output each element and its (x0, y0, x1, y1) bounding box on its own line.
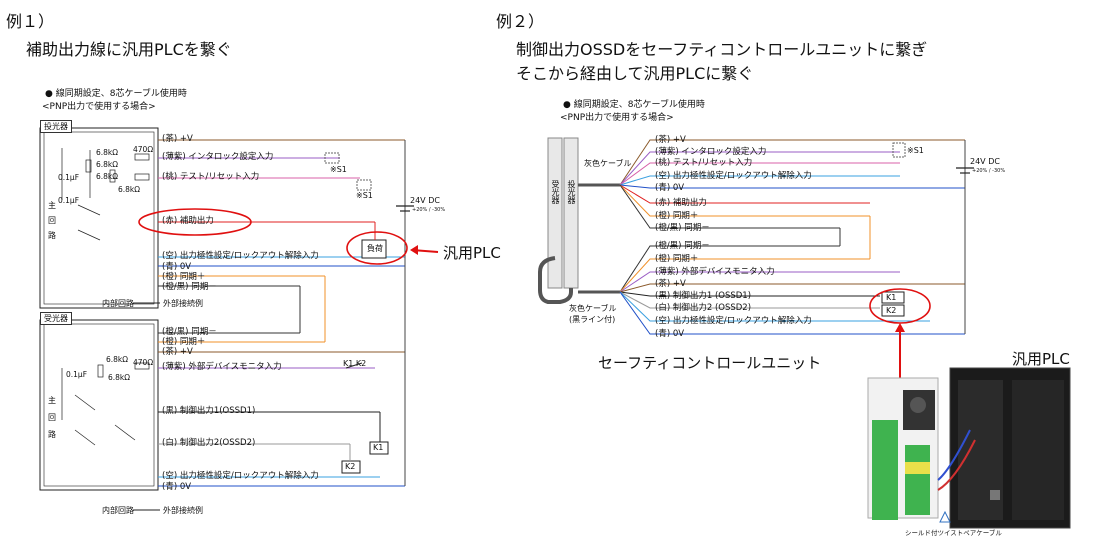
ex1-rx-cap: 0.1μF (66, 370, 88, 379)
ex2-s1: ※S1 (907, 146, 924, 155)
ex1-rx-main-circuit-1: 主 (48, 396, 56, 405)
ex1-note2: <PNP出力で使用する場合> (42, 102, 156, 112)
ex1-load-highlight (346, 231, 408, 265)
ex1-load: 負荷 (367, 244, 383, 253)
ex2-wire-red: (赤) 補助出力 (655, 198, 707, 208)
ex1-rx-wire-skyblue: (空) 出力極性設定/ロックアウト解除入力 (162, 471, 319, 481)
ex2-cable-caption: シールド付ツイストペアケーブル (905, 529, 1002, 537)
ex2-power: 24V DC (970, 157, 1000, 166)
ex1-k1k2: K1 K2 (343, 359, 367, 368)
ex1-internal-b: 内部回路 (102, 506, 134, 515)
ex1-wire-red: (赤) 補助出力 (162, 216, 214, 226)
ex2-wire-skyblue: (空) 出力極性設定/ロックアウト解除入力 (655, 171, 812, 181)
ex1-external-b: 外部接続例 (163, 506, 203, 515)
ex1-wire-blue: (青) 0V (162, 262, 192, 272)
ex2-wire-brown: (茶) +V (655, 135, 686, 145)
ex1-emitter-box (39, 127, 159, 309)
ex2-wire-orange: (橙) 同期＋ (655, 211, 699, 221)
ex1-s1-b: ※S1 (356, 191, 373, 200)
ex1-rx-res-68k-a: 6.8kΩ (106, 355, 129, 364)
ex2-note2: <PNP出力で使用する場合> (560, 113, 674, 123)
ex1-rx-wire-white: (白) 制御出力2(OSSD2) (162, 438, 256, 448)
ex1-wire-brown: (茶) +V (162, 134, 193, 144)
ex1-aux-output-highlight (138, 208, 252, 236)
ex1-emitter-wires (158, 139, 405, 287)
ex2-line1: 制御出力OSSDをセーフティコントロールユニットに繋ぎ (516, 40, 928, 59)
ex1-rx-wire-violet: (薄紫) 外部デバイスモニタ入力 (162, 362, 282, 372)
ex1-wire-skyblue: (空) 出力極性設定/ロックアウト解除入力 (162, 251, 319, 261)
ex1-main-circuit-1: 主 (48, 201, 56, 210)
ex1-title: 例１） (6, 12, 55, 31)
ex1-rx-wire-orange-black: (橙/黒) 同期－ (162, 327, 217, 337)
ex2-emitter-vertical: 投光器 (567, 180, 576, 204)
ex2-bwire-brown: (茶) +V (655, 279, 686, 289)
ex1-plc-callout: 汎用PLC (443, 244, 501, 262)
ex1-main-circuit-2: 回 (48, 216, 56, 225)
ex2-k2: K2 (886, 306, 897, 315)
ex1-cap-b: 0.1μF (58, 196, 80, 205)
ex2-bwire-orange: (橙) 同期＋ (655, 254, 699, 264)
ex1-res-68k-b: 6.8kΩ (96, 160, 119, 169)
ex1-wire-orange: (橙) 同期＋ (162, 272, 206, 282)
plc-illustration (937, 367, 1071, 529)
ex1-emitter-label: 投光器 (40, 120, 72, 133)
ex1-rx-wire-brown: (茶) +V (162, 347, 193, 357)
ex2-wire-blue: (青) 0V (655, 183, 685, 193)
ex1-rx-wire-blue: (青) 0V (162, 482, 192, 492)
ex1-main-circuit-3: 路 (48, 231, 56, 240)
ex2-bwire-black: (黒) 制御出力1 (OSSD1) (655, 291, 752, 301)
ex2-gray-cable-2: 灰色ケーブル (569, 304, 617, 313)
ex2-k1: K1 (886, 293, 897, 302)
ex1-k1: K1 (373, 443, 384, 452)
ex1-internal-a: 内部回路 (102, 299, 134, 308)
ex1-rx-wire-black: (黒) 制御出力1(OSSD1) (162, 406, 256, 416)
ex2-plc-label: 汎用PLC (1012, 350, 1070, 368)
ex1-wire-violet: (薄紫) インタロック設定入力 (162, 152, 274, 162)
safety-unit-illustration (867, 377, 939, 520)
ex1-subtitle: 補助出力線に汎用PLCを繋ぐ (26, 40, 232, 59)
ex2-bwire-orange-black: (橙/黒) 同期－ (655, 241, 710, 251)
ex1-rx-main-circuit-2: 回 (48, 413, 56, 422)
ex1-note1: ● 線同期設定、8芯ケーブル使用時 (45, 89, 187, 99)
ex1-res-68k-c: 6.8kΩ (96, 172, 119, 181)
ex2-gray-cable: 灰色ケーブル (584, 159, 632, 168)
ex2-bottom-wires (619, 245, 965, 335)
ex1-rx-wire-orange: (橙) 同期＋ (162, 337, 206, 347)
ex2-safety-unit-label: セーフティコントロールユニット (598, 354, 822, 372)
ex2-receiver-vertical: 受光器 (551, 180, 560, 204)
ex2-bwire-violet: (薄紫) 外部デバイスモニタ入力 (655, 267, 775, 277)
ex2-bwire-skyblue: (空) 出力極性設定/ロックアウト解除入力 (655, 316, 812, 326)
ex2-power-tol: +20% / -30% (972, 168, 1006, 174)
ex1-res-68k-d: 6.8kΩ (118, 185, 141, 194)
ex1-receiver-box (39, 319, 159, 491)
ex1-k2: K2 (345, 462, 356, 471)
ex1-res-470-a: 470Ω (133, 145, 154, 154)
ex1-rx-main-circuit-3: 路 (48, 430, 56, 439)
ex1-s1-a: ※S1 (330, 165, 347, 174)
ex2-bwire-blue: (青) 0V (655, 329, 685, 339)
ex1-res-68k-a: 6.8kΩ (96, 148, 119, 157)
ex2-bwire-white: (白) 制御出力2 (OSSD2) (655, 303, 752, 313)
ex2-top-wires (619, 139, 965, 229)
ex1-wire-orange-black: (橙/黒) 同期－ (162, 282, 217, 292)
ex2-line2: そこから経由して汎用PLCに繋ぐ (516, 64, 754, 83)
ex2-title: 例２） (496, 12, 545, 31)
ex1-power-tol: +20% / -30% (412, 207, 446, 213)
ex2-wire-orange-black: (橙/黒) 同期－ (655, 223, 710, 233)
ex2-note1: ● 線同期設定、8芯ケーブル使用時 (563, 100, 705, 110)
ex1-external-a: 外部接続例 (163, 299, 203, 308)
ex2-gray-cable-2b: (黒ライン付) (569, 315, 616, 324)
ex1-rx-res-68k-b: 6.8kΩ (108, 373, 131, 382)
ex2-wire-violet: (薄紫) インタロック設定入力 (655, 147, 767, 157)
ex1-cap-a: 0.1μF (58, 173, 80, 182)
ex1-power: 24V DC (410, 196, 440, 205)
ex1-rx-res-470: 470Ω (133, 358, 154, 367)
ex1-wire-pink: (桃) テスト/リセット入力 (162, 172, 260, 182)
ex1-receiver-wires (158, 332, 405, 487)
ex2-wire-pink: (桃) テスト/リセット入力 (655, 158, 753, 168)
ex1-receiver-label: 受光器 (40, 312, 72, 325)
